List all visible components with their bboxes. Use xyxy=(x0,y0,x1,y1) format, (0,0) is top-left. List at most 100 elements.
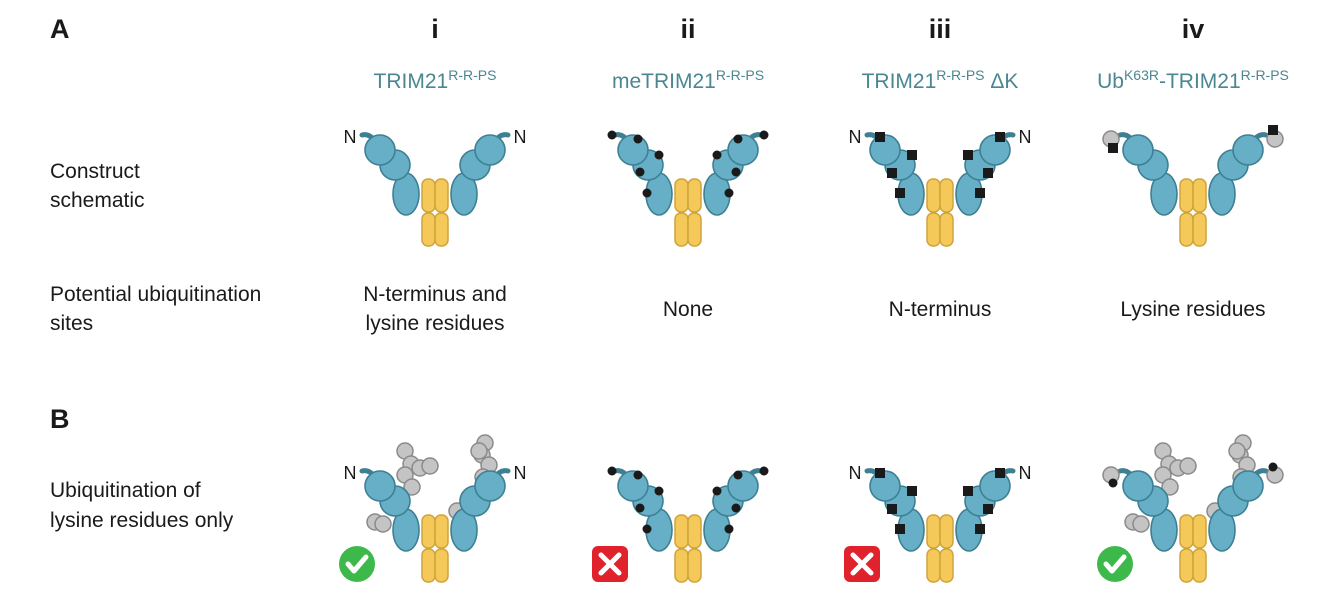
ring-domain xyxy=(1122,134,1154,166)
fc-domain xyxy=(434,212,449,247)
ring-domain xyxy=(617,470,649,502)
ring-domain xyxy=(474,134,506,166)
title-part: R-R-PS xyxy=(716,67,764,83)
fc-domain xyxy=(674,212,689,247)
methyl-group-dot xyxy=(733,470,743,480)
fc-domain xyxy=(674,548,689,583)
column-numeral: ii xyxy=(680,14,695,44)
fc-domain xyxy=(421,212,436,247)
trim21-dimer: NN xyxy=(849,127,1032,247)
column-numeral: iii xyxy=(929,14,952,44)
title-part: -TRIM21 xyxy=(1159,70,1241,93)
ubiquitin-chain-unit xyxy=(374,515,392,533)
arginine-substitution-square xyxy=(907,150,917,160)
ring-domain xyxy=(364,134,396,166)
title-part: TRIM21 xyxy=(374,70,449,93)
fc-domain xyxy=(939,178,954,213)
fc-domain xyxy=(926,178,941,213)
methyl-group-dot xyxy=(724,524,734,534)
ring-domain xyxy=(1232,134,1264,166)
fc-domain xyxy=(687,548,702,583)
construct-title: TRIM21R-R-PS xyxy=(374,67,497,93)
cross-icon xyxy=(844,546,880,582)
cross-mark xyxy=(598,552,622,576)
methyl-group-dot xyxy=(731,167,741,177)
row-label-sites-1: Potential ubiquitination xyxy=(50,283,261,306)
arginine-substitution-square xyxy=(895,524,905,534)
fc-domain xyxy=(434,548,449,583)
methyl-group-dot xyxy=(654,150,664,160)
methyl-group-dot xyxy=(635,167,645,177)
ubiquitin-chain-unit xyxy=(403,478,421,496)
ubiquitin-chain-unit xyxy=(421,457,439,475)
row-label-sites-2: sites xyxy=(50,312,93,335)
n-terminus-label: N xyxy=(849,463,862,483)
ubiquitin-chain-unit xyxy=(470,442,488,460)
fc-domain xyxy=(926,212,941,247)
fc-domain xyxy=(939,514,954,549)
ubiquitination-sites-text: None xyxy=(663,298,713,321)
ubiquitination-sites-text: Lysine residues xyxy=(1120,298,1265,321)
ring-domain xyxy=(1232,470,1264,502)
fc-domain xyxy=(421,514,436,549)
arginine-substitution-square xyxy=(887,168,897,178)
row-label-ubiquitination-1: Ubiquitination of xyxy=(50,479,201,502)
title-part: K63R xyxy=(1124,67,1159,83)
column-numeral: iv xyxy=(1182,14,1205,44)
fc-domain xyxy=(674,514,689,549)
fc-domain xyxy=(434,514,449,549)
n-terminus-label: N xyxy=(514,463,527,483)
title-part: meTRIM21 xyxy=(612,70,716,93)
check-icon xyxy=(339,546,375,582)
construct-title: meTRIM21R-R-PS xyxy=(612,67,764,93)
ubiquitin-chain-unit xyxy=(1179,457,1197,475)
ubiquitination-sites-text: N-terminus and xyxy=(363,283,507,306)
arginine-substitution-square xyxy=(907,486,917,496)
fc-domain xyxy=(939,548,954,583)
arginine-substitution-square xyxy=(983,504,993,514)
fc-domain xyxy=(687,178,702,213)
methyl-group-dot xyxy=(733,134,743,144)
ubiquitin-chain-unit xyxy=(1228,442,1246,460)
ring-domain xyxy=(1122,470,1154,502)
title-part: Ub xyxy=(1097,70,1124,93)
trim21-dimer: NN xyxy=(344,127,527,247)
trim21-dimer: NN xyxy=(344,463,527,583)
methyl-group-dot xyxy=(607,130,617,140)
n-terminus-label: N xyxy=(849,127,862,147)
arginine-substitution-square xyxy=(963,150,973,160)
row-label-ubiquitination-2: lysine residues only xyxy=(50,509,234,532)
column-numeral: i xyxy=(431,14,439,44)
trim21-dimer xyxy=(1102,462,1284,583)
trim21-dimer: NN xyxy=(849,463,1032,583)
ubiquitination-sites-text: N-terminus xyxy=(889,298,992,321)
k63r-mutation-square xyxy=(1268,125,1278,135)
fc-domain xyxy=(1179,212,1194,247)
n-terminus-label: N xyxy=(1019,463,1032,483)
fc-domain xyxy=(421,178,436,213)
arginine-substitution-square xyxy=(895,188,905,198)
fc-domain xyxy=(1192,178,1207,213)
fc-domain xyxy=(434,178,449,213)
row-label-construct-2: schematic xyxy=(50,189,145,212)
fc-domain xyxy=(687,212,702,247)
methyl-cap-dot xyxy=(1108,478,1118,488)
title-part: R-R-PS xyxy=(448,67,496,83)
row-label-construct-1: Construct xyxy=(50,160,140,183)
methyl-group-dot xyxy=(633,470,643,480)
methyl-cap-dot xyxy=(1268,462,1278,472)
methyl-group-dot xyxy=(635,503,645,513)
construct-title: UbK63R-TRIM21R-R-PS xyxy=(1097,67,1289,93)
arginine-substitution-square xyxy=(887,504,897,514)
fc-domain xyxy=(1179,514,1194,549)
title-part: ΔK xyxy=(985,70,1019,93)
arginine-substitution-square xyxy=(995,132,1005,142)
arginine-substitution-square xyxy=(975,188,985,198)
trim21-dimer xyxy=(607,466,769,583)
fc-domain xyxy=(926,514,941,549)
arginine-substitution-square xyxy=(963,486,973,496)
